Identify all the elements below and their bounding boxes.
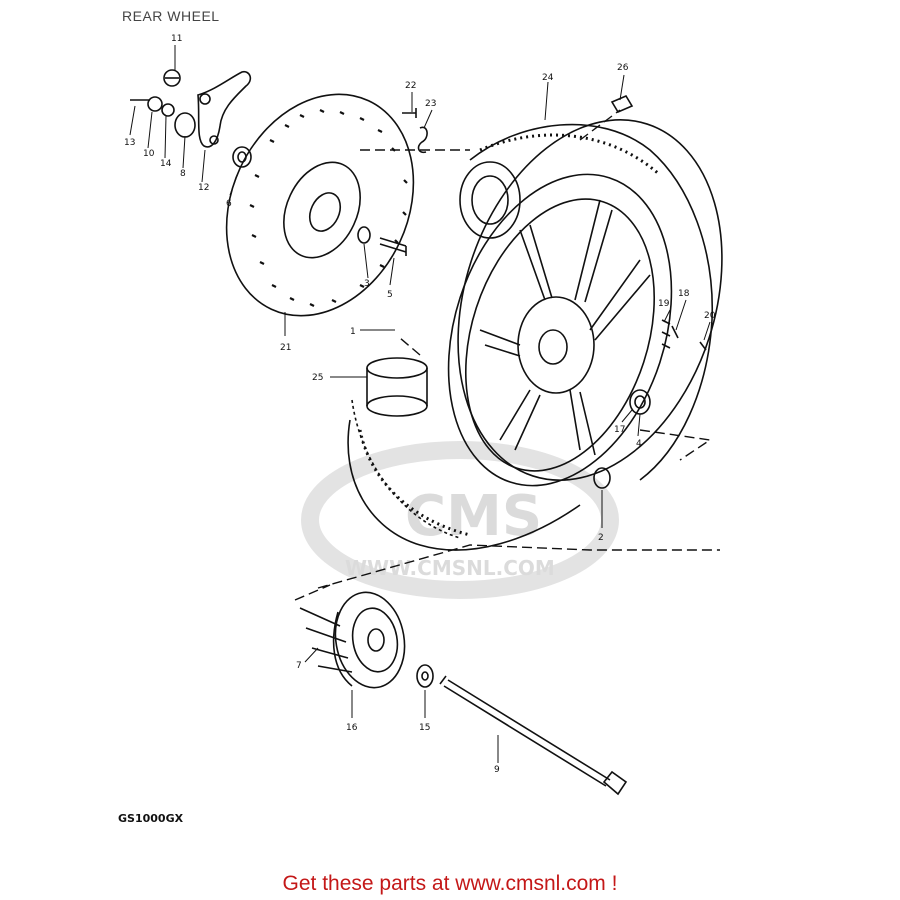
drawing (129, 45, 723, 796)
model-label: GS1000GX (118, 812, 184, 825)
watermark: CMS WWW.CMSNL.COM (301, 441, 619, 599)
callout-13: 13 (124, 138, 135, 148)
callout-19: 19 (658, 299, 670, 309)
callout-numbers: 11 13 10 14 8 12 6 22 23 24 26 3 5 21 1 … (124, 34, 716, 775)
callout-9: 9 (494, 765, 500, 775)
callout-8: 8 (180, 169, 186, 179)
callout-25: 25 (312, 373, 323, 383)
callout-24: 24 (542, 73, 554, 83)
footer-link-text[interactable]: Get these parts at www.cmsnl.com ! (282, 872, 618, 895)
callout-11: 11 (171, 34, 182, 44)
callout-23: 23 (425, 99, 436, 109)
callout-5: 5 (387, 290, 393, 300)
washer (416, 664, 434, 688)
page-title: REAR WHEEL (122, 8, 220, 24)
callout-10: 10 (143, 149, 155, 159)
wheel-rim (447, 173, 673, 487)
callout-4: 4 (636, 439, 642, 449)
guide-lines (294, 109, 720, 601)
sprocket-carrier (299, 591, 406, 689)
tire (347, 119, 723, 551)
leader-lines (129, 45, 711, 763)
caliper-bracket-parts (130, 69, 634, 256)
callout-2: 2 (598, 533, 604, 543)
bearing-parts (593, 319, 707, 489)
axle (439, 675, 628, 796)
watermark-url: WWW.CMSNL.COM (345, 556, 555, 580)
callout-18: 18 (678, 289, 690, 299)
callout-26: 26 (617, 63, 629, 73)
callout-6: 6 (226, 199, 232, 209)
callout-21: 21 (280, 343, 291, 353)
callout-14: 14 (160, 159, 172, 169)
footer-link[interactable]: Get these parts at www.cmsnl.com ! (0, 872, 900, 896)
brake-disc (225, 93, 415, 317)
callout-7: 7 (296, 661, 302, 671)
callout-15: 15 (419, 723, 430, 733)
callout-20: 20 (704, 311, 716, 321)
callout-1: 1 (350, 327, 356, 337)
spacer (366, 357, 428, 417)
callout-3: 3 (364, 279, 370, 289)
callout-17: 17 (614, 425, 625, 435)
watermark-logo: CMS (405, 484, 542, 549)
callout-16: 16 (346, 723, 358, 733)
callout-22: 22 (405, 81, 416, 91)
callout-12: 12 (198, 183, 209, 193)
